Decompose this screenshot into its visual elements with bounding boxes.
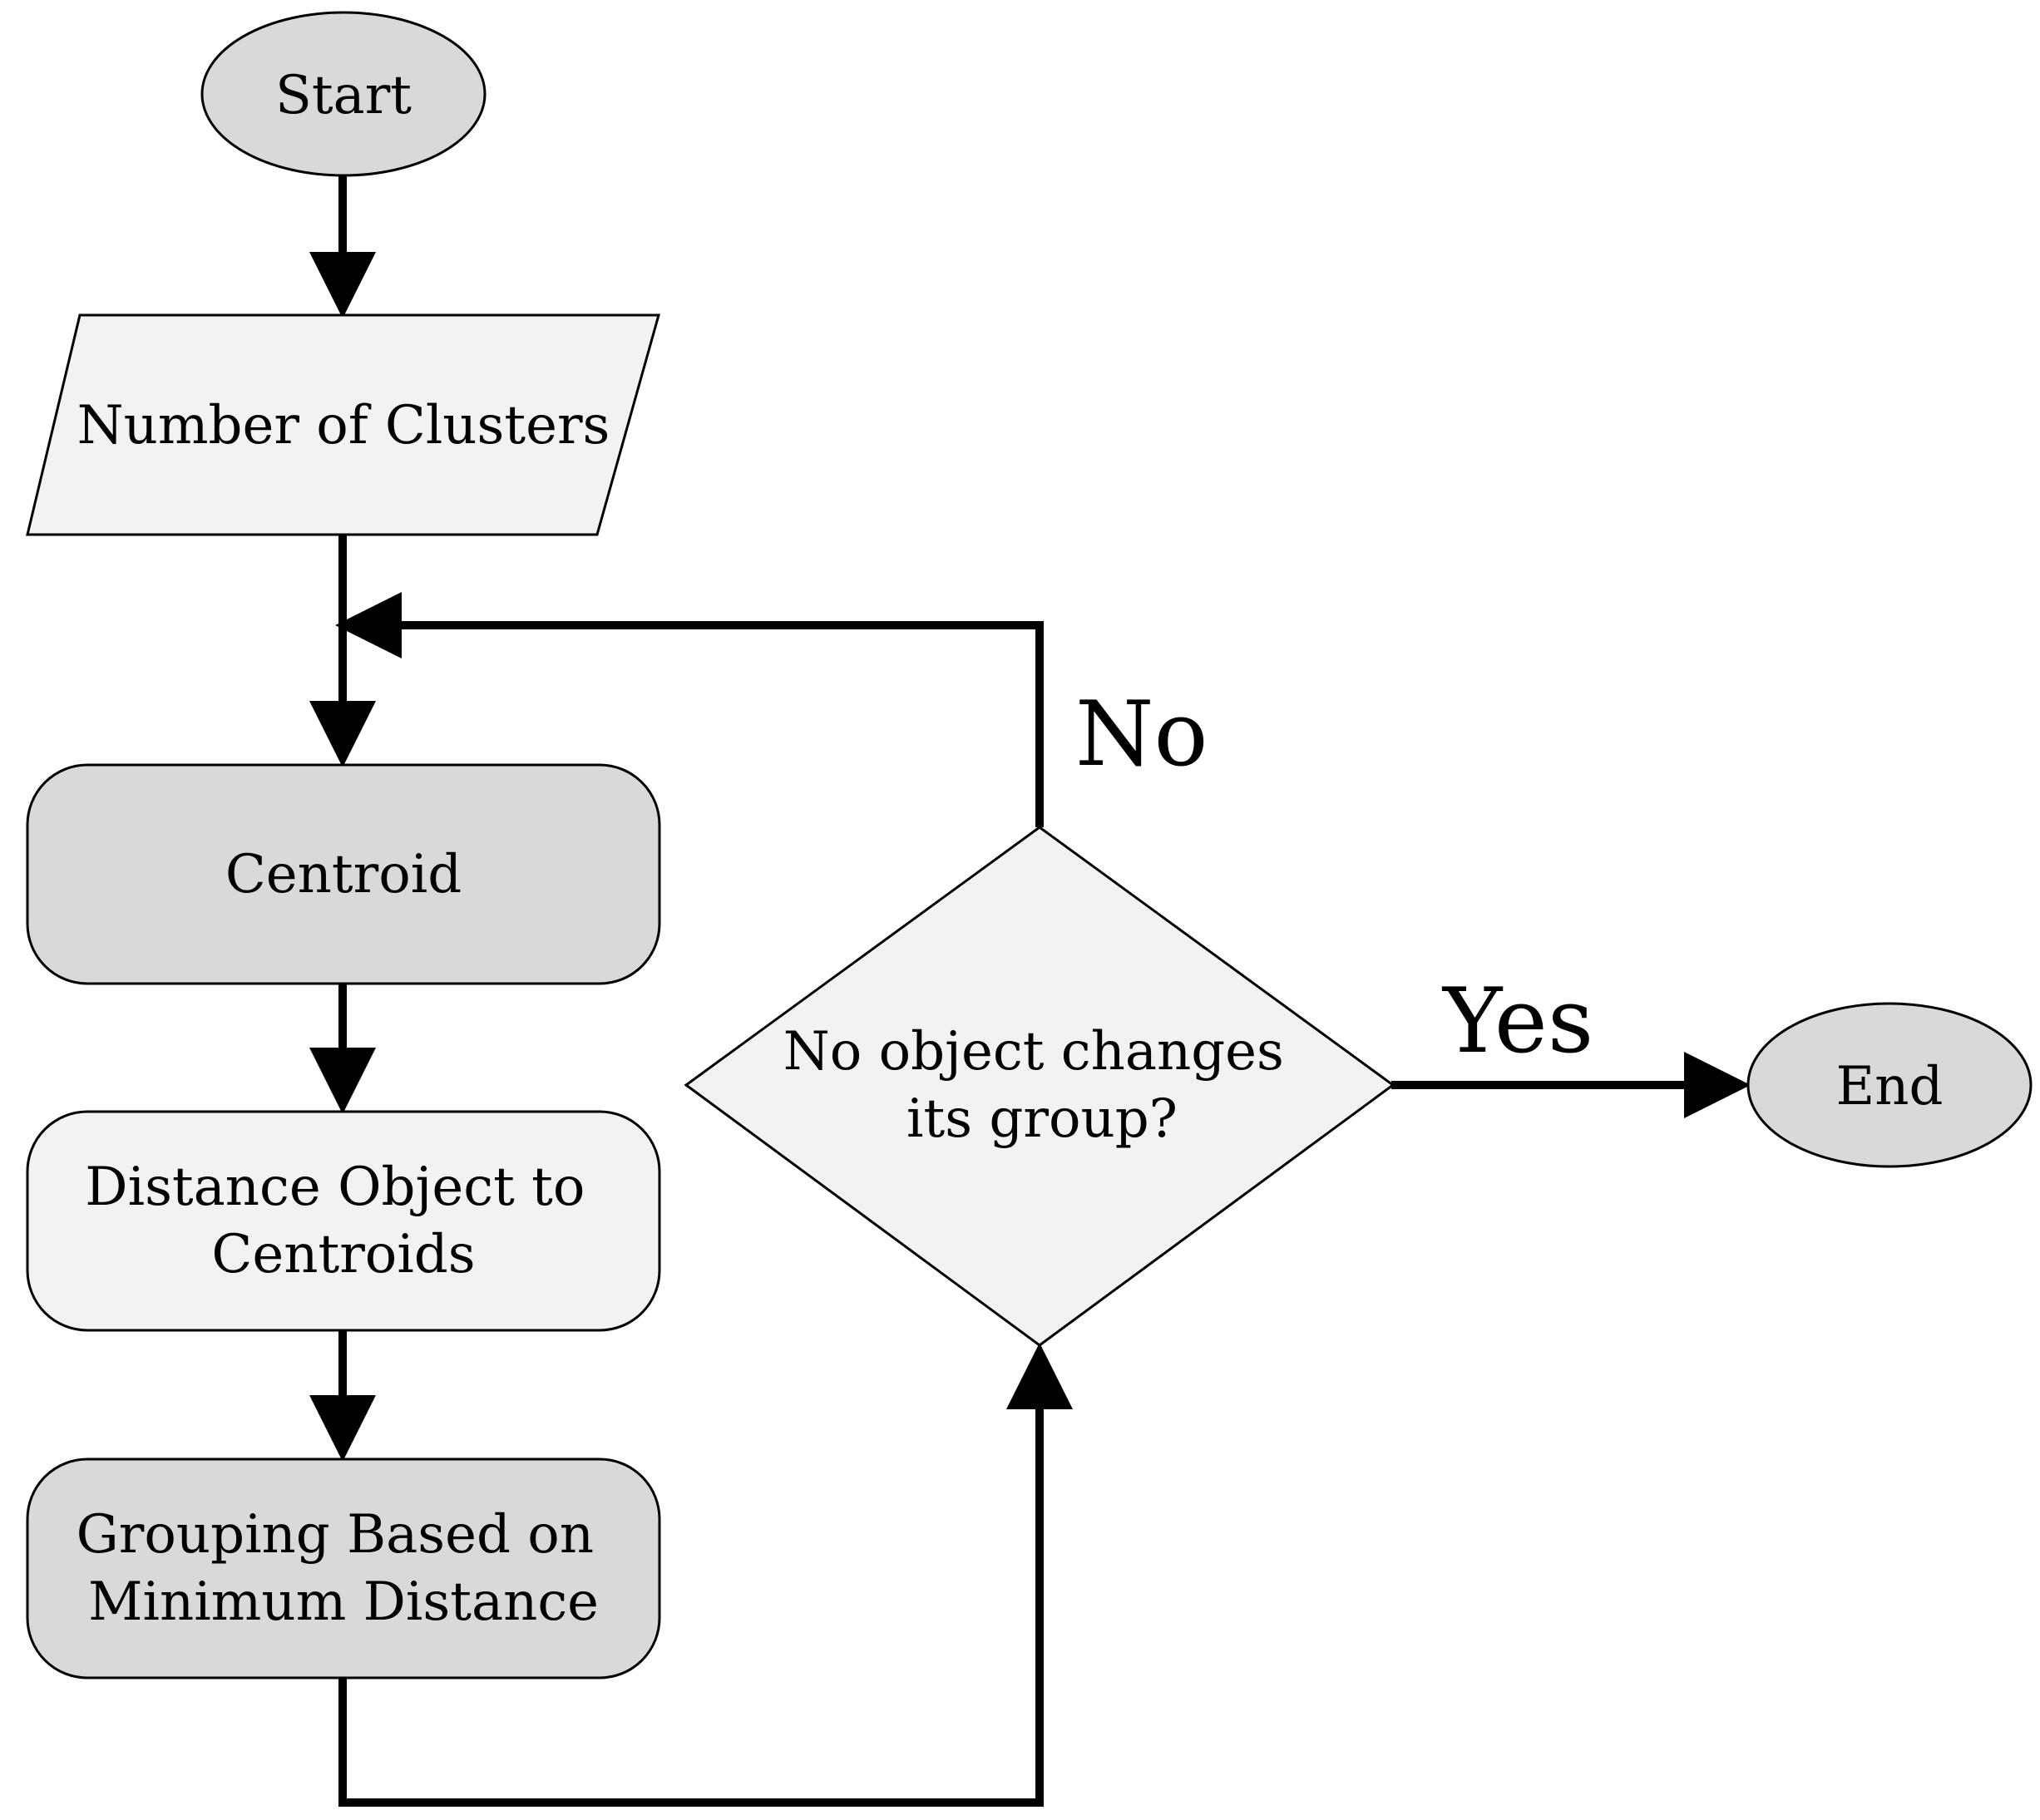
decision-diamond: [684, 826, 1395, 1347]
decision-label-line-2: its group?: [906, 1088, 1178, 1150]
grouping-label-line-2: Minimum Distance: [88, 1571, 599, 1633]
distance-label-line-2: Centroids: [211, 1224, 475, 1285]
grouping-label: Grouping Based on Minimum Distance: [77, 1504, 611, 1633]
end-node: End: [1746, 1002, 2033, 1168]
centroid-node: Centroid: [26, 763, 661, 985]
edge-decision-no-loop: [335, 592, 1044, 827]
distance-label: Distance Object to Centroids: [85, 1157, 601, 1285]
start-label: Start: [275, 65, 412, 126]
yes-branch-label: Yes: [1441, 969, 1593, 1073]
grouping-label-line-1: Grouping Based on: [77, 1504, 594, 1566]
decision-label: No object changes its group?: [783, 1021, 1301, 1150]
decision-label-line-1: No object changes: [783, 1021, 1284, 1083]
centroid-label: Centroid: [225, 844, 462, 905]
end-label: End: [1836, 1056, 1944, 1117]
input-label: Number of Clusters: [77, 395, 610, 456]
start-node: Start: [200, 11, 487, 177]
no-branch-label: No: [1075, 683, 1208, 787]
edge-grouping-to-decision: [338, 1343, 1073, 1807]
input-parallelogram: [26, 313, 660, 536]
distance-node: Distance Object to Centroids: [26, 1110, 661, 1332]
input-node: Number of Clusters: [26, 313, 660, 536]
grouping-box: [26, 1457, 661, 1679]
decision-node: No object changes its group?: [684, 826, 1395, 1347]
centroid-box: [26, 763, 661, 985]
start-ellipse: [200, 11, 487, 177]
distance-label-line-1: Distance Object to: [85, 1157, 585, 1218]
distance-box: [26, 1110, 661, 1332]
grouping-node: Grouping Based on Minimum Distance: [26, 1457, 661, 1679]
end-ellipse: [1746, 1002, 2033, 1168]
